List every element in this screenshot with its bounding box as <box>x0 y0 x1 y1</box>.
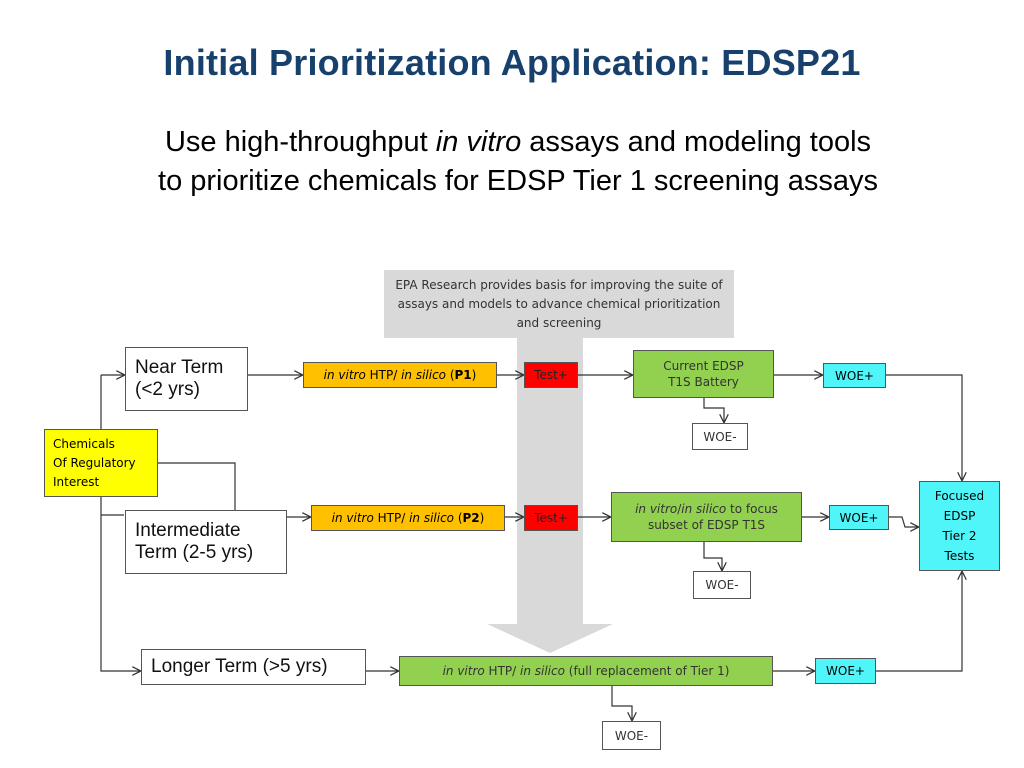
current-edsp-line1: Current EDSP <box>663 359 744 373</box>
woe-minus-box-2: WOE- <box>693 571 751 599</box>
chemicals-line1: Chemicals <box>53 436 115 451</box>
woe-plus-2-label: WOE+ <box>839 510 879 525</box>
near-term-line2: (<2 yrs) <box>135 379 200 400</box>
p1-italic2: in silico <box>401 368 447 382</box>
test-plus-1-label: Test+ <box>534 368 568 382</box>
intermediate-term-line2: Term (2-5 yrs) <box>135 542 254 563</box>
p1-box: in vitro HTP/ in silico (P1) <box>303 362 497 388</box>
p2-mid: HTP/ <box>373 511 410 525</box>
woe-minus-3-label: WOE- <box>614 728 649 743</box>
woe-plus-1-label: WOE+ <box>835 368 874 383</box>
current-edsp-box: Current EDSP T1S Battery <box>633 350 774 398</box>
chemicals-line2: Of Regulatory <box>53 455 136 470</box>
full-italic2: in silico <box>520 664 565 678</box>
focus-slash: / <box>677 502 682 516</box>
page-title: Initial Prioritization Application: EDSP… <box>163 42 861 83</box>
tier2-line2: EDSP <box>943 509 976 523</box>
p2-box: in vitro HTP/ in silico (P2) <box>311 505 505 531</box>
full-to-woeminus3 <box>611 686 632 720</box>
focus-subset-box: in vitro/in silico to focus subset of ED… <box>611 492 802 542</box>
test-plus-box-2: Test+ <box>524 505 578 531</box>
subtitle: Use high-throughput in vitro assays and … <box>78 123 958 201</box>
focus-rest1: to focus <box>726 502 778 516</box>
woeplus2-to-tier2 <box>889 516 918 527</box>
p2-italic1: in vitro <box>331 511 374 525</box>
focus-italic2: in silico <box>681 502 727 516</box>
chemicals-box: Chemicals Of Regulatory Interest <box>44 429 158 497</box>
chem-to-intermediate <box>158 462 236 511</box>
woe-minus-1-label: WOE- <box>703 429 737 444</box>
woeplus1-to-tier2 <box>886 374 962 480</box>
p1-bold: P1 <box>454 368 472 382</box>
subtitle-pre: Use high-throughput <box>164 126 436 158</box>
intermediate-term-line1: Intermediate <box>135 520 241 541</box>
p1-open: ( <box>446 368 455 382</box>
p2-open: ( <box>454 511 463 525</box>
full-italic1: in vitro <box>442 664 485 678</box>
p2-bold: P2 <box>462 511 480 525</box>
subtitle-italic: in vitro <box>435 126 522 158</box>
woe-plus-box-3: WOE+ <box>815 658 876 684</box>
focus-to-woeminus2 <box>703 542 722 570</box>
full-replacement-box: in vitro HTP/ in silico (full replacemen… <box>399 656 773 686</box>
current-edsp-line2: T1S Battery <box>668 375 739 389</box>
intermediate-term-box: Intermediate Term (2-5 yrs) <box>125 510 287 574</box>
tier2-line1: Focused <box>934 489 985 503</box>
chemicals-line3: Interest <box>53 474 100 489</box>
subtitle-post: assays and modeling tools <box>521 126 872 158</box>
woe-minus-box-3: WOE- <box>602 721 661 750</box>
test-plus-2-label: Test+ <box>534 511 568 525</box>
woe-plus-box-1: WOE+ <box>823 363 886 388</box>
focus-italic1: in vitro <box>635 502 678 516</box>
longer-term-box: Longer Term (>5 yrs) <box>141 649 366 685</box>
woe-plus-box-2: WOE+ <box>829 505 889 530</box>
tier2-line4: Tests <box>944 549 975 563</box>
tier2-line3: Tier 2 <box>942 529 977 543</box>
woeplus3-to-tier2 <box>876 572 962 672</box>
woe-plus-3-label: WOE+ <box>826 664 865 678</box>
focus-line2: subset of EDSP T1S <box>647 518 766 532</box>
near-term-line1: Near Term <box>135 357 224 378</box>
p1-close: ) <box>471 368 477 382</box>
p1-italic1: in vitro <box>323 368 366 382</box>
woe-minus-box-1: WOE- <box>692 423 748 450</box>
edsp-to-woeminus1 <box>703 398 724 422</box>
p2-close: ) <box>479 511 485 525</box>
subtitle-line2: to prioritize chemicals for EDSP Tier 1 … <box>158 165 878 197</box>
full-mid: HTP/ <box>484 664 520 678</box>
tier2-tests-box: Focused EDSP Tier 2 Tests <box>919 481 1000 571</box>
research-box-text: EPA Research provides basis for improvin… <box>395 277 723 330</box>
longer-term-label: Longer Term (>5 yrs) <box>151 656 328 677</box>
research-box: EPA Research provides basis for improvin… <box>384 270 734 338</box>
woe-minus-2-label: WOE- <box>705 578 739 592</box>
p2-italic2: in silico <box>409 511 455 525</box>
test-plus-box-1: Test+ <box>524 362 578 388</box>
p1-mid: HTP/ <box>365 368 402 382</box>
full-rest: (full replacement of Tier 1) <box>564 664 730 678</box>
near-term-box: Near Term (<2 yrs) <box>125 347 248 411</box>
